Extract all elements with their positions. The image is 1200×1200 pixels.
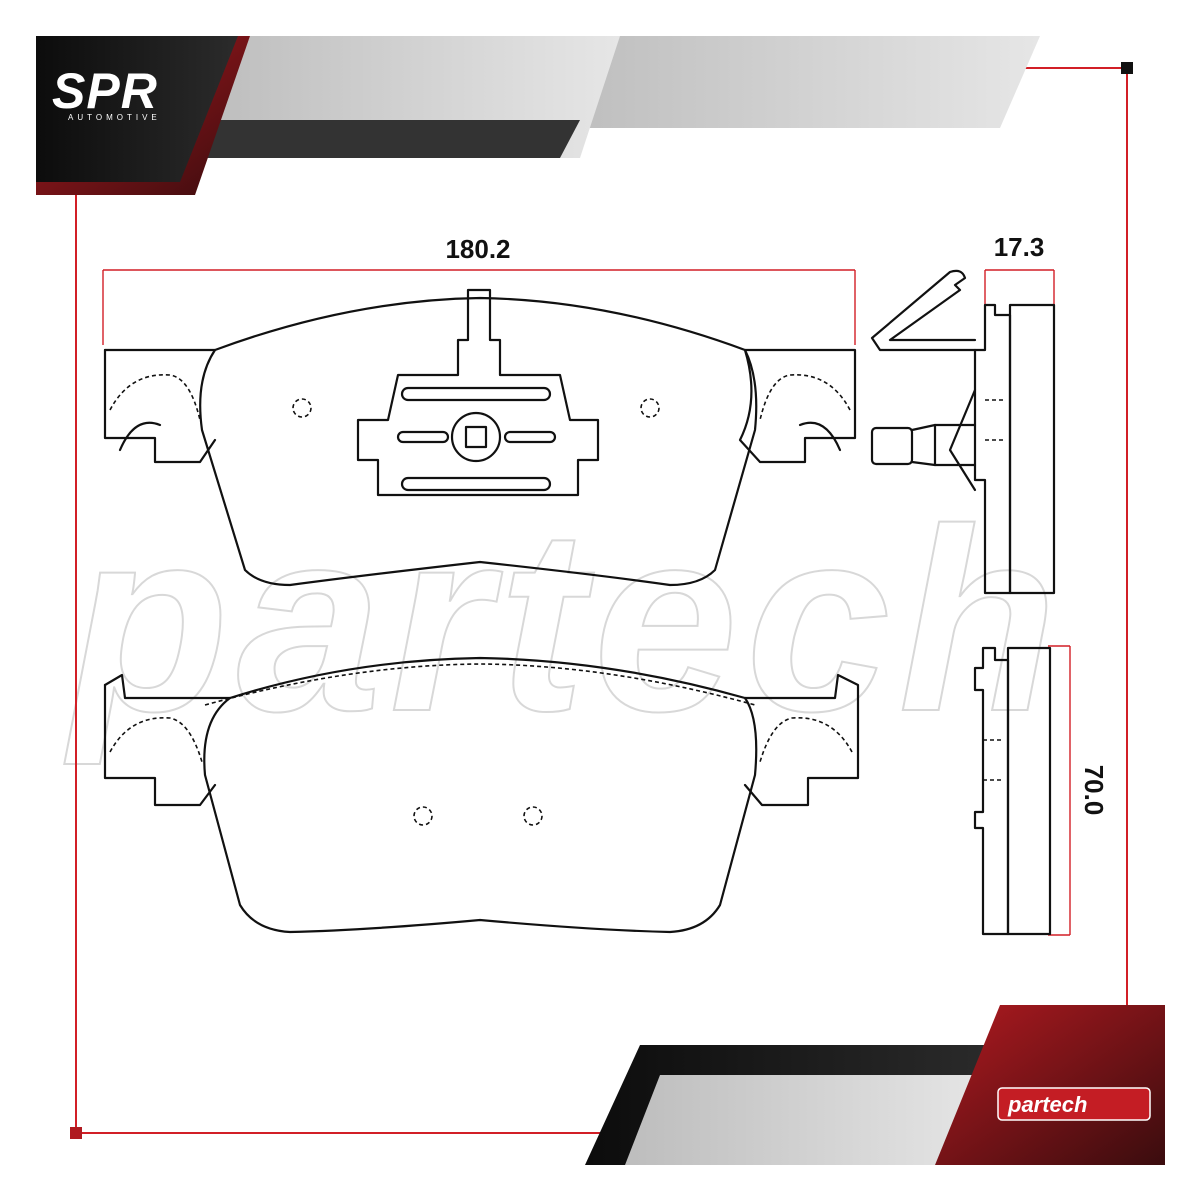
brake-pad-top (103, 288, 857, 587)
dimension-width: 180.2 (102, 234, 856, 345)
thickness-value: 17.3 (994, 232, 1045, 262)
side-view-bottom (973, 646, 1052, 936)
watermark-text: partech (62, 476, 1065, 767)
footer-banner: partech (585, 1005, 1165, 1165)
badge-text: partech (1007, 1092, 1087, 1117)
dimension-height: 70.0 (1048, 645, 1109, 936)
header-banner: SPR AUTOMOTIVE (36, 36, 1040, 195)
logo-main-text: SPR (52, 63, 158, 119)
height-value: 70.0 (1079, 765, 1109, 816)
partech-badge: partech (997, 1087, 1151, 1121)
width-value: 180.2 (445, 234, 510, 264)
brake-pad-bottom (103, 656, 860, 934)
spr-logo: SPR AUTOMOTIVE (52, 63, 161, 122)
dimension-thickness: 17.3 (984, 232, 1055, 305)
watermark: partech (61, 475, 1065, 768)
logo-sub-text: AUTOMOTIVE (68, 113, 161, 122)
side-view-top (870, 269, 1056, 595)
